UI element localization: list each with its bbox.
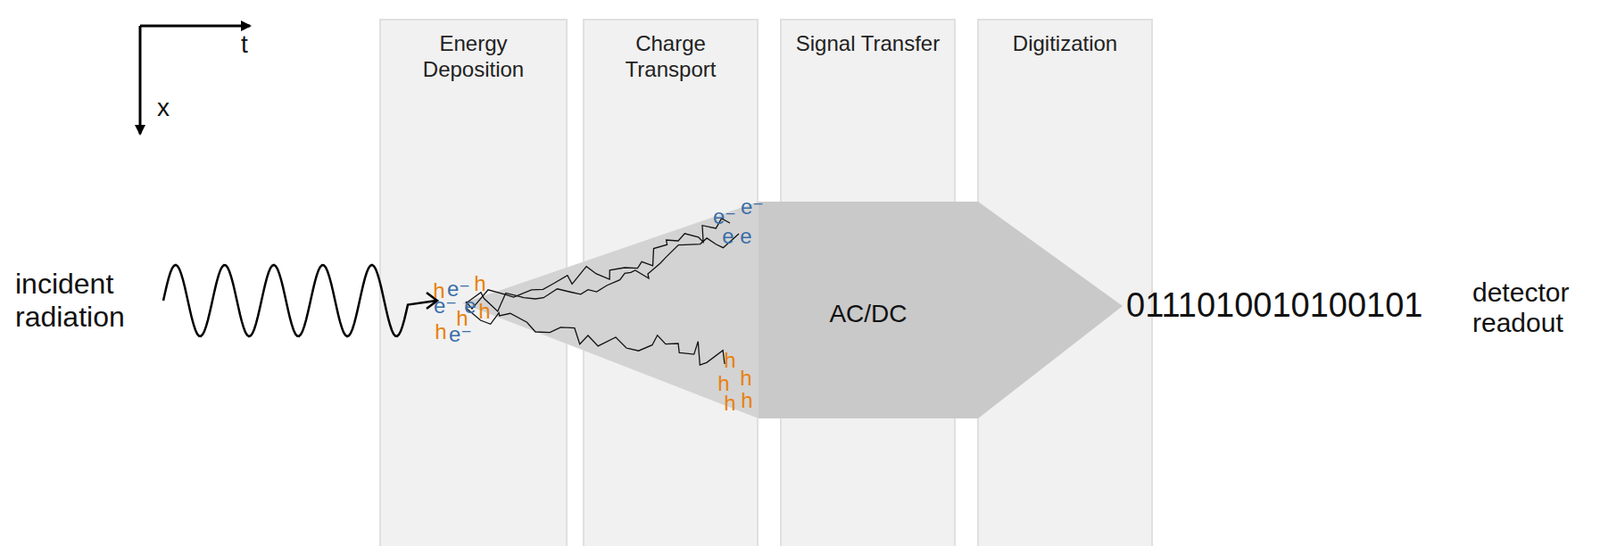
stage-heading: Signal Transfer [781, 20, 954, 58]
signal-band [758, 201, 979, 419]
charge-cone [462, 201, 759, 419]
carrier-path [465, 307, 725, 365]
hole-symbol: h [478, 298, 490, 324]
electron-symbol: e⁻ [433, 293, 457, 319]
axis-label: x [157, 93, 170, 123]
incident-wave [163, 265, 437, 337]
stage-heading: Digitization [978, 20, 1152, 58]
hole-symbol: h [740, 388, 753, 414]
hole-symbol: h [434, 319, 447, 345]
hole-symbol: h [723, 348, 736, 374]
binary-output: 0111010010100101 [1126, 286, 1424, 326]
output-label: detector readout [1472, 277, 1598, 340]
stage-heading: Charge Transport [584, 20, 757, 83]
hole-symbol: h [723, 390, 736, 416]
electron-symbol: e [721, 223, 734, 249]
digitization-funnel [978, 201, 1123, 419]
electron-symbol: e⁻ [448, 322, 473, 348]
time-axis [140, 24, 250, 28]
axis-label: t [240, 30, 249, 59]
space-axis [139, 25, 142, 134]
stage-heading: Energy Deposition [381, 20, 566, 83]
carrier-path [465, 233, 739, 312]
electron-symbol: e⁻ [740, 194, 764, 220]
hole-symbol: h [739, 365, 752, 391]
hole-symbol: h [473, 271, 486, 297]
carrier-path [465, 218, 730, 309]
block-label: AC/DC [829, 299, 907, 329]
random-walks [465, 218, 739, 365]
input-label: incident radiation [15, 267, 158, 334]
electron-symbol: e [739, 223, 752, 249]
